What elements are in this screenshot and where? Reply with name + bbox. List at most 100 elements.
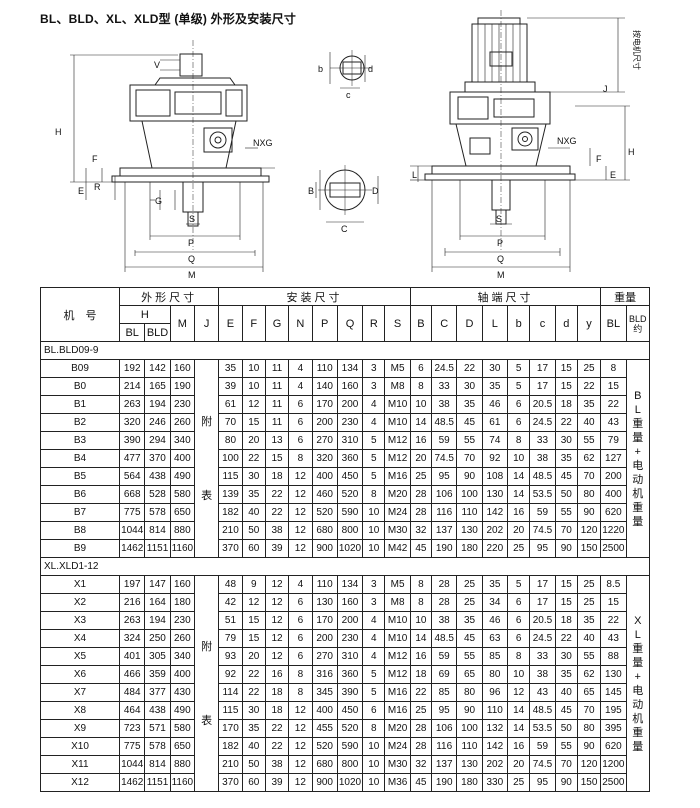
value-cell: 1160: [169, 539, 196, 558]
value-cell: 28: [409, 503, 433, 522]
dim-label-V: V: [154, 60, 160, 70]
header-d: d: [554, 305, 578, 342]
value-cell: 723: [119, 719, 146, 738]
value-cell: 8: [362, 719, 386, 738]
value-cell: 455: [311, 719, 338, 738]
value-cell: 814: [144, 755, 171, 774]
value-cell: 95: [431, 701, 458, 720]
header-weight: 重量: [600, 287, 650, 306]
value-cell: M12: [384, 665, 411, 684]
value-cell: 430: [169, 683, 196, 702]
value-cell: 137: [431, 755, 458, 774]
value-cell: 4: [288, 359, 313, 378]
value-cell: 74: [481, 431, 509, 450]
value-cell: 2500: [600, 773, 627, 792]
value-cell: 70: [576, 701, 602, 720]
value-cell: 170: [311, 611, 338, 630]
value-cell: 43: [529, 683, 556, 702]
value-cell: 35: [241, 719, 266, 738]
value-cell: 25: [409, 701, 433, 720]
header-C: C: [431, 305, 458, 342]
value-cell: 51: [218, 611, 243, 630]
value-cell: M10: [384, 629, 411, 648]
dim-label-b: b: [318, 64, 323, 74]
value-cell: 12: [288, 521, 313, 540]
note-char: L: [634, 403, 641, 416]
value-cell: 320: [119, 413, 146, 432]
value-cell: 12: [288, 539, 313, 558]
note-char: 量: [632, 740, 644, 753]
value-cell: 16: [409, 431, 433, 450]
value-cell: 142: [481, 737, 509, 756]
value-cell: 460: [311, 485, 338, 504]
dim-label-d: d: [368, 64, 373, 74]
value-cell: 4: [288, 575, 313, 594]
value-cell: 15: [600, 593, 627, 612]
value-cell: 74.5: [529, 755, 556, 774]
value-cell: 14: [507, 467, 531, 486]
value-cell: 464: [119, 701, 146, 720]
value-cell: 12: [264, 593, 290, 612]
value-cell: 22: [264, 485, 290, 504]
dim-label-L: L: [412, 170, 417, 180]
value-cell: 14: [409, 413, 433, 432]
value-cell: 85: [481, 647, 509, 666]
model-cell: X2: [39, 593, 121, 612]
value-cell: 116: [431, 503, 458, 522]
value-cell: 6: [507, 611, 531, 630]
value-cell: 35: [576, 611, 602, 630]
header-E: E: [218, 305, 243, 342]
header-B: B: [409, 305, 433, 342]
dim-label-Q-right: Q: [497, 254, 504, 264]
value-cell: 571: [144, 719, 171, 738]
value-cell: 35: [576, 395, 602, 414]
value-cell: 197: [119, 575, 146, 594]
value-cell: 22: [456, 359, 483, 378]
value-cell: 3: [362, 575, 386, 594]
value-cell: 60: [241, 773, 266, 792]
value-cell: 8: [409, 575, 433, 594]
value-cell: 140: [311, 377, 338, 396]
value-cell: 1020: [336, 773, 364, 792]
value-cell: 202: [481, 521, 509, 540]
value-cell: 6: [288, 629, 313, 648]
value-cell: 25: [456, 593, 483, 612]
value-cell: 25: [456, 575, 483, 594]
value-cell: 70: [554, 521, 578, 540]
header-install: 安装尺寸: [218, 287, 411, 306]
model-cell: B0: [39, 377, 121, 396]
note-char: +: [634, 445, 641, 458]
value-cell: 528: [144, 485, 171, 504]
value-cell: 38: [264, 521, 290, 540]
value-cell: 8: [288, 449, 313, 468]
note-char: +: [634, 670, 641, 683]
value-cell: 6: [507, 593, 531, 612]
value-cell: 35: [554, 449, 578, 468]
value-cell: 1044: [119, 521, 146, 540]
value-cell: 14: [409, 629, 433, 648]
value-cell: 4: [362, 395, 386, 414]
value-cell: 12: [241, 395, 266, 414]
value-cell: 48.5: [431, 413, 458, 432]
value-cell: 650: [169, 737, 196, 756]
value-cell: 48.5: [529, 467, 556, 486]
value-cell: M16: [384, 683, 411, 702]
value-cell: 28: [431, 593, 458, 612]
value-cell: 40: [576, 629, 602, 648]
value-cell: 578: [144, 503, 171, 522]
value-cell: 20.5: [529, 611, 556, 630]
value-cell: 814: [144, 521, 171, 540]
value-cell: 270: [311, 647, 338, 666]
value-cell: 1160: [169, 773, 196, 792]
note-char: 量: [632, 431, 644, 444]
value-cell: 190: [431, 773, 458, 792]
value-cell: 25: [507, 539, 531, 558]
value-cell: 35: [456, 611, 483, 630]
value-cell: 38: [529, 449, 556, 468]
motor-size-note: 按电机尺寸: [632, 30, 642, 70]
value-cell: 38: [431, 611, 458, 630]
